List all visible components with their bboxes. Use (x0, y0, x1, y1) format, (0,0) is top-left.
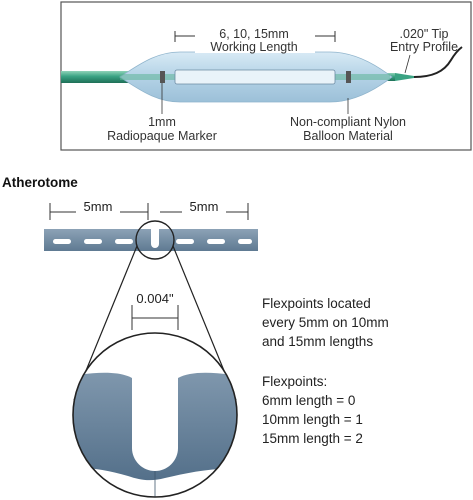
radiopaque-marker-left (160, 71, 165, 83)
blade-flexpoint (151, 229, 159, 248)
working-length-label: Working Length (210, 40, 297, 54)
guidewire (413, 46, 463, 78)
tip-profile-label: Entry Profile (390, 40, 458, 54)
flexpoints-heading: Flexpoints: (262, 374, 327, 389)
tip-size-label: .020" Tip (400, 27, 449, 41)
flexpoints-desc-2: every 5mm on 10mm (262, 315, 389, 330)
tip-leader-line (404, 54, 411, 74)
magnified-flexpoint (72, 332, 238, 498)
gap-label: 0.004" (136, 291, 174, 306)
spacing-right-label: 5mm (190, 199, 219, 214)
catheter-tip (395, 73, 414, 81)
material-label: Non-compliant Nylon (290, 115, 406, 129)
flexpoint-highlight-circle (135, 220, 175, 260)
working-length-window (174, 69, 336, 85)
spacing-left-label: 5mm (84, 199, 113, 214)
atherotome-section: Atherotome 5mm 5mm (2, 175, 258, 498)
flexpoints-desc-3: and 15mm lengths (262, 334, 373, 349)
flexpoints-row-15mm: 15mm length = 2 (262, 431, 363, 446)
working-length-value: 6, 10, 15mm (219, 27, 288, 41)
radiopaque-marker-right (346, 71, 351, 83)
atherotome-title: Atherotome (2, 175, 78, 190)
flexpoints-row-10mm: 10mm length = 1 (262, 412, 363, 427)
marker-size-label: 1mm (148, 115, 176, 129)
flexpoints-desc-1: Flexpoints located (262, 296, 371, 311)
flexpoints-row-6mm: 6mm length = 0 (262, 393, 355, 408)
balloon-catheter-panel: 6, 10, 15mm Working Length .020" Tip Ent… (60, 1, 472, 151)
magnified-blade (73, 372, 237, 481)
flexpoints-notes: Flexpoints located every 5mm on 10mm and… (262, 296, 389, 446)
blade-slots (53, 239, 252, 244)
material-label-2: Balloon Material (303, 129, 393, 143)
marker-label: Radiopaque Marker (107, 129, 217, 143)
